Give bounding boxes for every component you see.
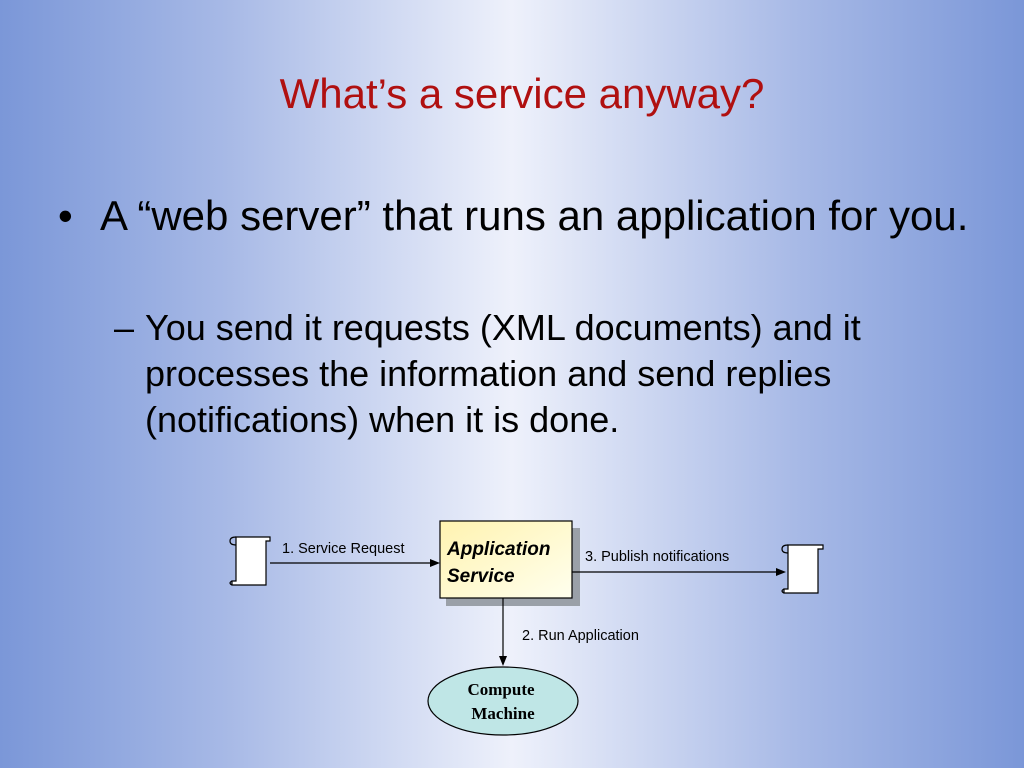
request-document-icon xyxy=(229,536,271,586)
application-service-label-line1: Application xyxy=(446,539,550,560)
bullet-item: • A “web server” that runs an applicatio… xyxy=(58,190,988,241)
compute-machine-label-line2: Machine xyxy=(471,704,535,723)
compute-machine-label-line1: Compute xyxy=(467,680,535,699)
run-application-arrow xyxy=(499,598,507,666)
application-service-label-line2: Service xyxy=(447,566,515,587)
sub-bullet-marker: – xyxy=(114,307,135,348)
bullet-text: A “web server” that runs an application … xyxy=(100,192,969,239)
publish-notifications-arrow xyxy=(572,568,786,576)
run-application-label: 2. Run Application xyxy=(522,628,639,644)
service-request-label: 1. Service Request xyxy=(282,541,405,557)
service-request-arrow xyxy=(270,559,440,567)
sub-bullet-item: – You send it requests (XML documents) a… xyxy=(114,305,954,443)
notification-document-icon xyxy=(781,544,824,594)
slide-title: What’s a service anyway? xyxy=(279,70,765,117)
publish-notifications-label: 3. Publish notifications xyxy=(585,549,729,565)
application-service-box: Application Service xyxy=(439,520,580,606)
sub-bullet-text: You send it requests (XML documents) and… xyxy=(145,307,861,440)
compute-machine-node: Compute Machine xyxy=(427,666,579,736)
bullet-marker: • xyxy=(58,192,73,239)
